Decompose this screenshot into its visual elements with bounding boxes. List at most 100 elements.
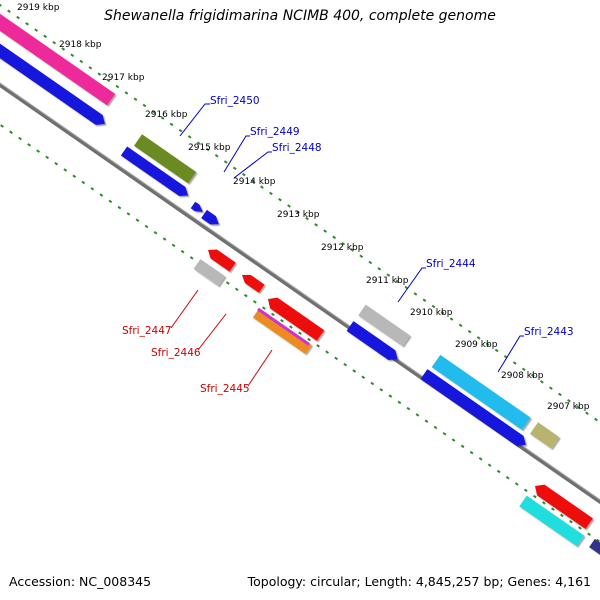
gene-label-sfri-2445[interactable]: Sfri_2445 xyxy=(200,383,250,395)
tick-dot xyxy=(0,124,4,128)
gene-label-sfri-2450[interactable]: Sfri_2450 xyxy=(210,95,260,107)
tick-dot xyxy=(433,425,438,430)
tick-dot xyxy=(133,97,138,101)
tick-dot xyxy=(377,267,382,271)
gene-sfri-2444[interactable] xyxy=(358,304,411,347)
leader-line-sfri-2446 xyxy=(197,313,227,351)
gene-blue-far-right[interactable] xyxy=(589,538,600,555)
tick-dot xyxy=(81,180,86,185)
tick-dot xyxy=(361,375,366,379)
tick-dot xyxy=(153,231,158,235)
tick-dot xyxy=(469,450,474,455)
kbp-label-2918: 2918 kbp xyxy=(59,40,102,50)
tick-dot xyxy=(379,388,384,392)
tick-dot xyxy=(578,526,582,530)
tick-dot xyxy=(397,400,402,405)
tick-dot xyxy=(298,331,302,336)
accession-text: Accession: NC_008345 xyxy=(9,574,152,589)
tick-dot xyxy=(34,28,39,32)
tick-dot xyxy=(305,216,309,221)
gene-sfri-2447[interactable] xyxy=(193,259,226,287)
gene-blue-2443-arrow[interactable] xyxy=(420,369,526,446)
tick-dot xyxy=(54,161,59,166)
gene-red-2448-arrow[interactable] xyxy=(208,249,236,272)
tick-dot xyxy=(424,419,429,423)
tick-dot xyxy=(214,154,219,158)
tick-dot xyxy=(225,281,230,285)
tick-dot xyxy=(70,53,75,57)
gene-red-2446-small[interactable] xyxy=(242,274,265,293)
tick-dot xyxy=(440,311,445,315)
kbp-label-2914: 2914 kbp xyxy=(233,177,276,187)
tick-dot xyxy=(90,187,95,191)
gene-label-sfri-2443[interactable]: Sfri_2443 xyxy=(524,326,574,338)
gene-blue-2449-arrow[interactable] xyxy=(120,146,189,197)
tick-dot xyxy=(325,350,330,354)
tick-dot xyxy=(252,300,257,304)
tick-dot xyxy=(160,116,165,120)
kbp-label-2909: 2909 kbp xyxy=(455,340,498,350)
tick-dot xyxy=(530,373,535,378)
tick-dot xyxy=(307,337,311,342)
kbp-label-2916: 2916 kbp xyxy=(145,110,188,120)
tick-dot xyxy=(205,147,210,152)
gene-sfri-2443-tail[interactable] xyxy=(530,422,560,449)
leader-line-sfri-2445 xyxy=(247,349,273,387)
tick-dot xyxy=(0,3,2,7)
tick-dot xyxy=(549,386,553,390)
gene-label-sfri-2449[interactable]: Sfri_2449 xyxy=(250,126,300,138)
tick-dot xyxy=(512,361,517,365)
tick-dot xyxy=(296,210,300,215)
kbp-label-2917: 2917 kbp xyxy=(102,73,145,83)
tick-dot xyxy=(250,179,255,183)
gene-label-sfri-2446[interactable]: Sfri_2446 xyxy=(151,347,201,359)
tick-dot xyxy=(368,260,373,265)
gene-blue-2448-small-b[interactable] xyxy=(201,209,219,225)
gene-sfri-2445-inner[interactable] xyxy=(257,307,310,346)
tick-dot xyxy=(99,193,104,197)
tick-dot xyxy=(144,224,149,229)
kbp-label-2912: 2912 kbp xyxy=(321,243,364,253)
gene-label-sfri-2448[interactable]: Sfri_2448 xyxy=(272,142,322,154)
tick-dot xyxy=(560,513,564,518)
tick-dot xyxy=(36,149,41,153)
tick-dot xyxy=(97,72,102,76)
tick-dot xyxy=(169,122,174,127)
tick-dot xyxy=(43,34,48,39)
tick-dot xyxy=(27,143,31,147)
gene-pink-2919[interactable] xyxy=(0,8,116,106)
gene-sfri-2450[interactable] xyxy=(134,134,197,184)
tick-dot xyxy=(243,293,248,298)
tick-dot xyxy=(569,519,573,524)
kbp-label-2907: 2907 kbp xyxy=(547,402,590,412)
gene-cyan-far-right[interactable] xyxy=(519,495,585,547)
gene-sfri-2443[interactable] xyxy=(431,354,531,430)
tick-dot xyxy=(106,78,111,83)
tick-dot xyxy=(350,248,355,252)
gene-sfri-2446[interactable] xyxy=(268,297,325,341)
gene-blue-2448-small-a[interactable] xyxy=(190,201,203,212)
gene-blue-2444-arrow[interactable] xyxy=(346,321,398,361)
tick-dot xyxy=(496,469,501,474)
tick-dot xyxy=(178,128,183,133)
gene-label-sfri-2447[interactable]: Sfri_2447 xyxy=(122,325,172,337)
tick-dot xyxy=(370,381,375,386)
tick-dot xyxy=(431,304,436,309)
tick-dot xyxy=(79,59,84,64)
tick-dot xyxy=(52,40,57,45)
tick-dot xyxy=(352,369,357,373)
tick-dot xyxy=(541,501,546,505)
leader-line-sfri-2447 xyxy=(170,289,199,329)
tick-dot xyxy=(223,160,228,164)
gene-label-sfri-2444[interactable]: Sfri_2444 xyxy=(426,258,476,270)
tick-dot xyxy=(63,168,68,172)
gene-blue-upper-left[interactable] xyxy=(0,39,105,125)
tick-dot xyxy=(576,405,580,409)
tick-dot xyxy=(241,172,246,177)
tick-dot xyxy=(532,494,537,499)
tick-dot xyxy=(260,185,264,189)
gene-sfri-2445[interactable] xyxy=(252,308,312,355)
tick-dot xyxy=(25,22,29,26)
gene-red-far-right[interactable] xyxy=(535,484,593,530)
